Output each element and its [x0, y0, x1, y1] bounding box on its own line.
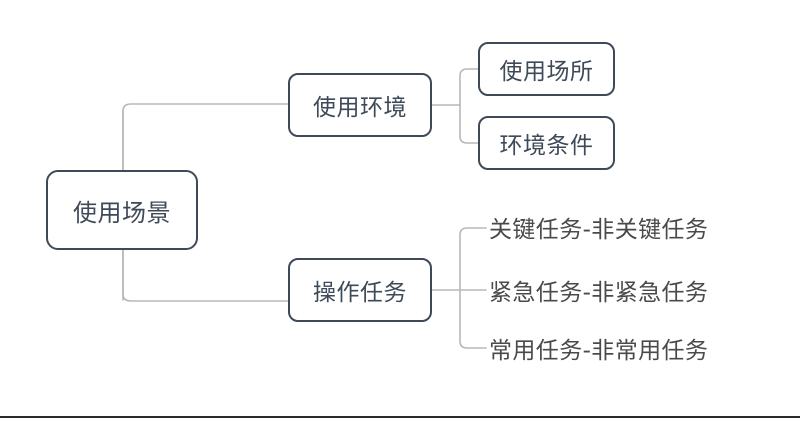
mindmap-node-leaf-use-place[interactable]: 使用场所: [478, 42, 615, 96]
mindmap-text-leaf-critical-task[interactable]: 关键任务-非关键任务: [489, 217, 709, 243]
mindmap-node-branch-operation-task[interactable]: 操作任务: [288, 258, 432, 322]
node-root-label: 使用场景: [73, 198, 171, 227]
mindmap-text-leaf-urgent-task[interactable]: 紧急任务-非紧急任务: [489, 280, 709, 306]
node-leaf-place-label: 使用场所: [499, 59, 594, 85]
node-branch-env-label: 使用环境: [313, 95, 407, 121]
connector-task-spine-up: [459, 227, 487, 291]
bottom-divider: [0, 416, 800, 418]
connector-env-spine-up: [459, 68, 479, 106]
mindmap-text-leaf-frequent-task[interactable]: 常用任务-非常用任务: [489, 338, 709, 364]
connector-task-spine-down: [459, 289, 487, 349]
node-leaf-cond-label: 环境条件: [499, 133, 594, 159]
mindmap-node-branch-use-environment[interactable]: 使用环境: [288, 73, 432, 137]
mindmap-node-root[interactable]: 使用场景: [46, 170, 198, 250]
connector-root-to-task: [122, 110, 289, 302]
node-branch-task-label: 操作任务: [313, 280, 407, 306]
mindmap-node-leaf-environment-condition[interactable]: 环境条件: [478, 116, 615, 170]
connector-env-spine-down: [459, 104, 479, 144]
